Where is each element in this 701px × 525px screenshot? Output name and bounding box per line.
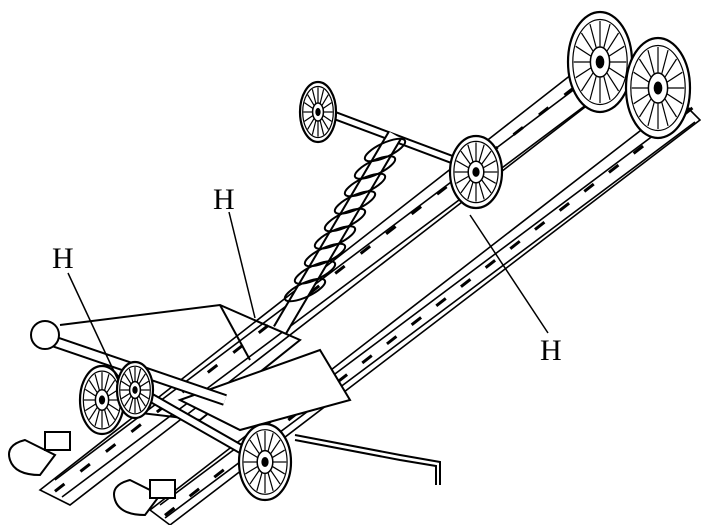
front-wheel-center — [115, 360, 155, 420]
right-rail — [148, 98, 701, 525]
upper-idler-wheel-left — [298, 80, 338, 144]
front-wheel-left — [78, 364, 126, 436]
upper-idler-wheel-right — [448, 134, 504, 210]
front-ski-tips — [8, 431, 176, 517]
rear-wheel-left — [566, 10, 634, 114]
shock-absorber — [273, 130, 407, 335]
limiter-strap — [294, 434, 441, 485]
front-wheel-right — [237, 422, 293, 502]
callout-label-right: H — [540, 334, 562, 367]
callout-label-left: H — [52, 242, 74, 275]
callout-leaders — [67, 211, 549, 381]
rear-wheel-right — [624, 36, 692, 140]
front-arms — [59, 303, 352, 465]
callout-label-upper: H — [213, 183, 235, 216]
